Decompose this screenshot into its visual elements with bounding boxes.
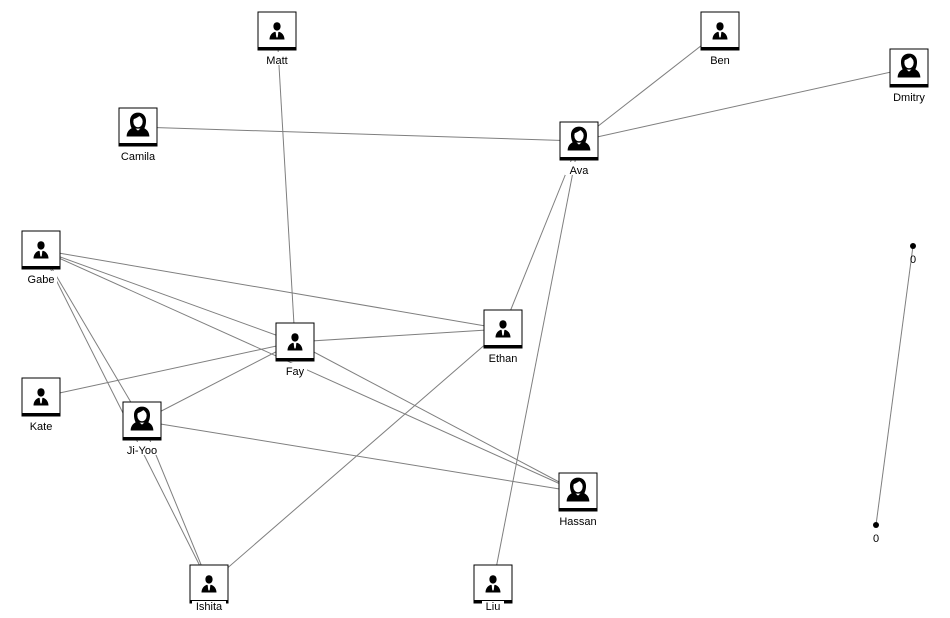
edge-gabe-jiyoo (40, 249, 143, 422)
node-ishita[interactable]: Ishita (189, 564, 229, 614)
node-label: Ji-Yoo (127, 445, 157, 457)
node-label: Matt (266, 55, 287, 67)
node-ethan[interactable]: Ethan (483, 309, 523, 365)
node-dmitry[interactable]: Dmitry (889, 48, 929, 104)
node-label: Liu (486, 601, 501, 613)
edge-fay-kate (40, 341, 296, 398)
node-hassan[interactable]: Hassan (557, 472, 599, 528)
node-label: Camila (121, 151, 156, 163)
point-marker (873, 522, 879, 528)
edge-matt-fay (276, 30, 296, 343)
node-matt[interactable]: Matt (257, 11, 297, 67)
point-marker (910, 243, 916, 249)
node-layer: Matt Ben Dmitry Camila (21, 11, 929, 614)
node-kate[interactable]: Kate (21, 377, 61, 433)
node-label: Dmitry (893, 92, 925, 104)
node-label: 0 (910, 254, 916, 266)
node-fay[interactable]: Fay (275, 322, 315, 378)
node-gabe[interactable]: Gabe (21, 230, 61, 286)
node-label: Gabe (28, 274, 55, 286)
node-jiyoo[interactable]: Ji-Yoo (122, 401, 162, 457)
edge-fay-ethan (294, 328, 504, 343)
node-label: Ava (570, 165, 590, 177)
node-camila[interactable]: Camila (117, 107, 159, 163)
node-ben[interactable]: Ben (700, 11, 740, 67)
node-label: Ben (710, 55, 730, 67)
node-liu[interactable]: Liu (473, 564, 513, 614)
node-label: Fay (286, 366, 305, 378)
node-point-2[interactable]: 0 (873, 522, 879, 545)
node-label: Hassan (559, 516, 596, 528)
edge-jiyoo-hassan (141, 420, 579, 493)
edge-ben-ava (578, 30, 721, 142)
edge-fay-jiyoo (141, 341, 296, 422)
edge-gabe-fay (40, 249, 296, 343)
edge-camila-ava (137, 126, 580, 142)
node-label: Kate (30, 421, 53, 433)
edge-ethan-ishita (208, 328, 504, 585)
edge-dot1-dot2 (875, 245, 914, 526)
edge-ava-liu (492, 140, 580, 585)
edge-gabe-hassan (40, 249, 579, 493)
edge-fay-hassan (294, 341, 579, 493)
edge-dmitry-ava (578, 67, 910, 142)
node-ava[interactable]: Ava (559, 121, 599, 177)
node-label: 0 (873, 533, 879, 545)
node-point-1[interactable]: 0 (910, 243, 916, 266)
node-label: Ishita (196, 601, 223, 613)
edge-layer (40, 30, 914, 585)
node-label: Ethan (489, 353, 518, 365)
edge-gabe-ethan (40, 249, 504, 330)
